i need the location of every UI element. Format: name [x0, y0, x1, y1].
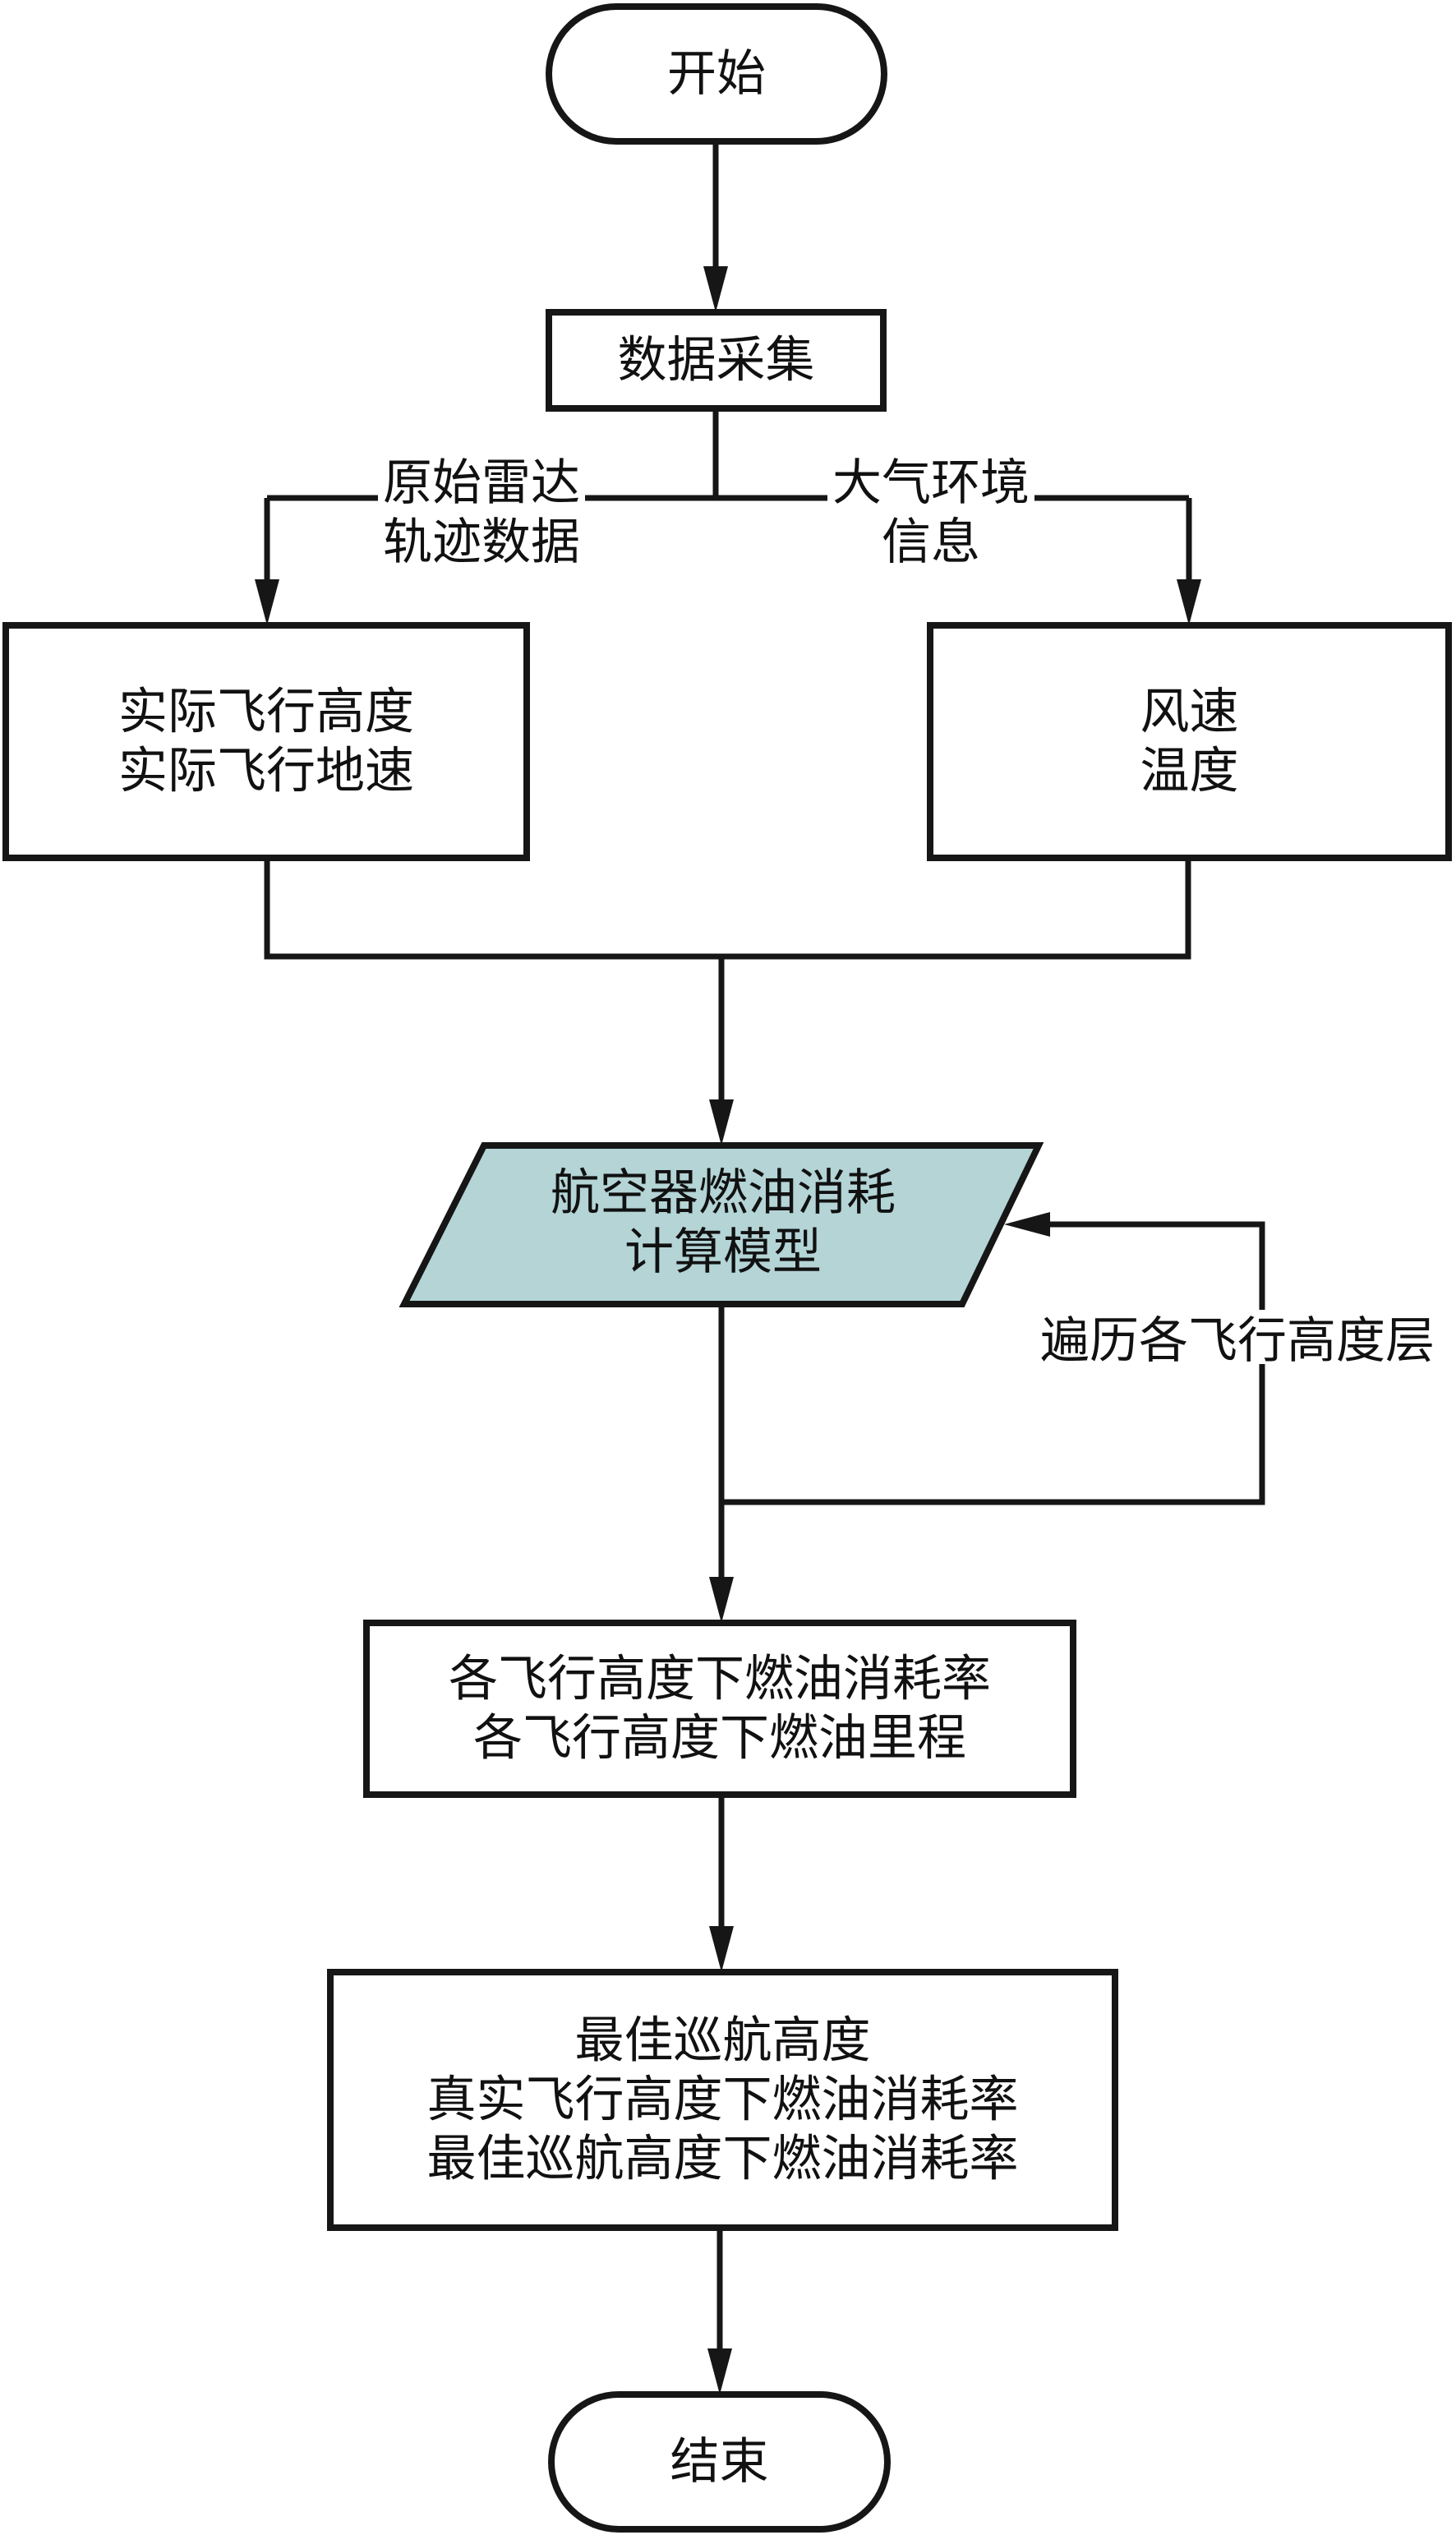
- arrowhead-model-icon: [709, 1099, 734, 1145]
- node-collect: 数据采集: [546, 309, 887, 412]
- arrowhead-per-level-icon: [709, 1577, 734, 1623]
- node-result-text-line-1: 最佳巡航高度: [575, 2012, 871, 2070]
- node-end-text-line-1: 结束: [670, 2433, 769, 2491]
- edge-merge-bar: [264, 858, 1191, 960]
- label-background: [378, 452, 585, 565]
- arrowhead-collect-icon: [703, 266, 728, 312]
- label-background: [1032, 1310, 1443, 1364]
- edge-label-weather-line-1: 大气环境: [832, 454, 1030, 512]
- node-radar-text-line-1: 实际飞行高度: [118, 684, 414, 741]
- node-result-text-line-3: 最佳巡航高度下燃油消耗率: [427, 2131, 1019, 2188]
- node-start-text-line-1: 开始: [667, 45, 766, 103]
- arrowhead-result-icon: [709, 1926, 734, 1972]
- process-box-shape: [2, 622, 530, 861]
- node-weather-text-line-2: 温度: [1140, 743, 1239, 800]
- node-per-level-text-line-2: 各飞行高度下燃油里程: [473, 1710, 966, 1768]
- node-model-text-line-2: 计算模型: [624, 1224, 822, 1281]
- terminator-shape: [548, 2391, 891, 2533]
- terminator-shape: [546, 3, 887, 145]
- node-per-level-text-line-1: 各飞行高度下燃油消耗率: [449, 1651, 991, 1708]
- process-box-shape: [327, 1969, 1118, 2231]
- edge-label-loop: 遍历各飞行高度层: [1032, 1310, 1443, 1370]
- process-box-shape: [363, 1620, 1076, 1798]
- node-end: 结束: [548, 2391, 891, 2533]
- arrowhead-weather-icon: [1177, 579, 1201, 625]
- node-result-text-line-2: 真实飞行高度下燃油消耗率: [427, 2072, 1019, 2129]
- node-start: 开始: [546, 3, 887, 145]
- process-box-shape: [546, 309, 887, 412]
- node-model-text-line-1: 航空器燃油消耗: [551, 1164, 896, 1222]
- node-weather-text-line-1: 风速: [1140, 684, 1239, 741]
- node-radar-text-line-2: 实际飞行地速: [118, 743, 414, 800]
- parallelogram-shape: [399, 1142, 1044, 1307]
- arrowhead-loop-icon: [1004, 1212, 1050, 1237]
- edge-label-radar-line-2: 轨迹数据: [383, 514, 580, 571]
- process-box-shape: [927, 622, 1452, 861]
- edge-label-radar-line-1: 原始雷达: [383, 454, 580, 512]
- label-background: [827, 452, 1034, 565]
- edge-loop: [718, 1221, 1265, 1505]
- arrowhead-radar-icon: [255, 579, 279, 625]
- arrowhead-end-icon: [707, 2348, 732, 2394]
- edge-label-loop-line-1: 遍历各飞行高度层: [1040, 1312, 1435, 1370]
- edge-label-weather-line-2: 信息: [882, 514, 980, 571]
- node-collect-text-line-1: 数据采集: [618, 332, 815, 389]
